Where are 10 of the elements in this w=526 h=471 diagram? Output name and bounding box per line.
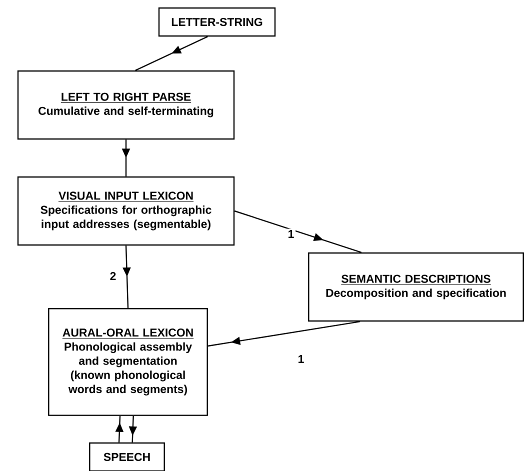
arrow xyxy=(135,36,208,71)
label-box: LETTER-STRING xyxy=(158,7,276,37)
process-box: AURAL-ORAL LEXICON Phonological assembly and segmentation (known phonological words and segments) xyxy=(48,308,208,416)
label-box: SPEECH xyxy=(89,442,165,471)
arrow xyxy=(234,210,362,253)
process-box: LEFT TO RIGHT PARSE Cumulative and self-terminating xyxy=(17,70,235,140)
arrow xyxy=(122,246,131,308)
process-box: VISUAL INPUT LEXICON Specifications for orthographic input addresses (segmentable) xyxy=(17,176,235,246)
arrow xyxy=(208,321,360,347)
process-box: SEMANTIC DESCRIPTIONS Decomposition and specification xyxy=(308,252,524,322)
